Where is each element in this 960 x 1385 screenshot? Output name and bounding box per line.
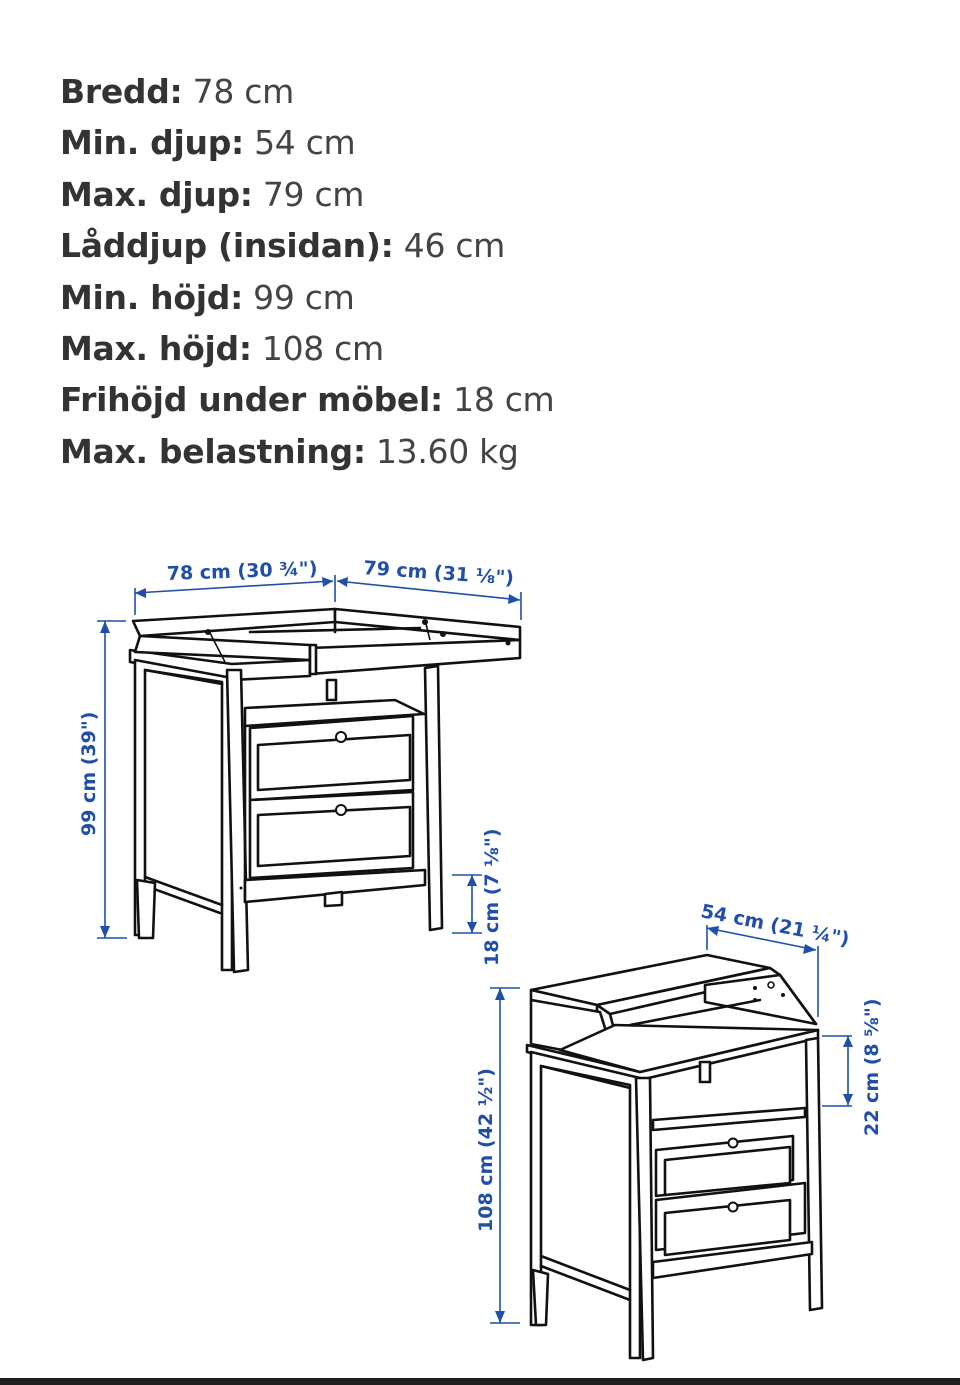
bottom-bar xyxy=(0,1378,960,1385)
spec-label: Låddjup (insidan): xyxy=(60,226,394,266)
spec-value: 79 cm xyxy=(252,174,365,214)
spec-label: Bredd: xyxy=(60,72,183,111)
closed-depth-dimension-label: 54 cm (21 ¼") xyxy=(699,900,851,950)
closed-table-illustration xyxy=(525,953,824,1362)
spec-label: Min. djup: xyxy=(60,123,244,163)
closed-table-dimensions: 54 cm (21 ¼") 108 cm (42 ½") 22 cm (8 ⅝"… xyxy=(475,900,883,1324)
spec-min-depth: Min. djup: 54 cm xyxy=(60,117,554,168)
spec-min-height: Min. höjd: 99 cm xyxy=(60,272,554,323)
spec-list: Bredd: 78 cm Min. djup: 54 cm Max. djup:… xyxy=(60,66,555,477)
spec-max-depth: Max. djup: 79 cm xyxy=(60,169,554,220)
spec-value: 54 cm xyxy=(243,123,356,163)
spec-label: Max. belastning: xyxy=(60,431,366,471)
spec-max-load: Max. belastning: 13.60 kg xyxy=(60,426,554,477)
height-dimension-label: 99 cm (39") xyxy=(78,712,100,836)
spec-value: 13.60 kg xyxy=(365,431,519,471)
shelf-gap-dimension-label: 22 cm (8 ⅝") xyxy=(861,999,883,1137)
spec-value: 99 cm xyxy=(242,277,355,317)
closed-height-dimension-label: 108 cm (42 ½") xyxy=(475,1068,497,1232)
spec-label: Frihöjd under möbel: xyxy=(60,380,443,420)
spec-max-height: Max. höjd: 108 cm xyxy=(60,323,554,374)
open-table-illustration xyxy=(128,607,522,974)
spec-label: Min. höjd: xyxy=(60,277,243,317)
spec-clearance: Frihöjd under möbel: 18 cm xyxy=(60,374,555,425)
spec-value: 108 cm xyxy=(251,329,384,369)
spec-value: 78 cm xyxy=(182,72,295,111)
clearance-dimension-label: 18 cm (7 ⅛") xyxy=(481,829,503,967)
spec-label: Max. höjd: xyxy=(60,329,252,369)
spec-value: 46 cm xyxy=(393,226,506,266)
spec-width: Bredd: 78 cm xyxy=(60,66,554,117)
spec-drawer-depth: Låddjup (insidan): 46 cm xyxy=(60,220,554,271)
spec-value: 18 cm xyxy=(442,380,555,420)
width-dimension-label: 78 cm (30 ¾") xyxy=(166,558,317,585)
spec-label: Max. djup: xyxy=(60,174,253,214)
